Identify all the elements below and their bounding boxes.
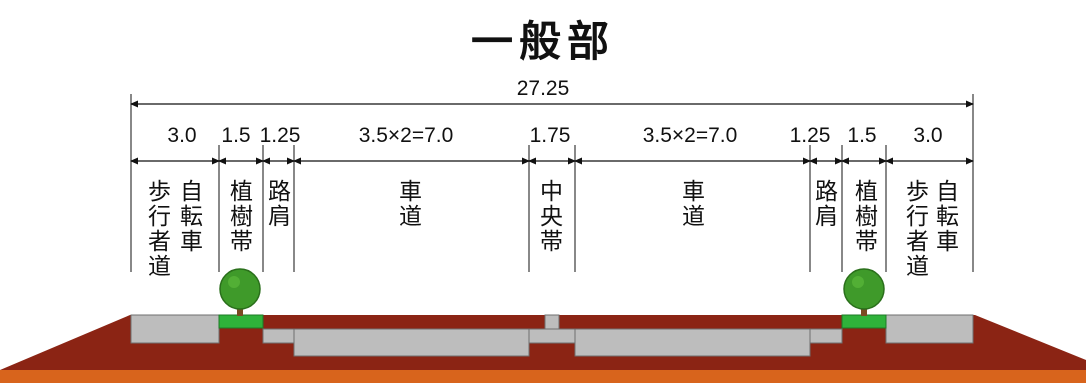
pavement [130, 314, 974, 357]
carriageway-right [574, 328, 811, 357]
label-median: 中央帯 [540, 179, 563, 255]
median-curb [544, 314, 560, 330]
label-carriageway-left: 車道 [399, 179, 422, 230]
page-title: 一般部 [470, 17, 615, 66]
shoulder-right [809, 328, 843, 344]
dim-shoulder-left: 1.25 [259, 124, 301, 147]
base-ground [0, 370, 1086, 383]
label-shoulder-right: 路肩 [815, 179, 838, 230]
dim-shoulder-right: 1.25 [789, 124, 831, 147]
dim-planting-right: 1.5 [847, 124, 877, 147]
dim-planting-left: 1.5 [221, 124, 251, 147]
segment-extension-lines [130, 145, 974, 272]
shoulder-left [262, 328, 295, 344]
sidewalk-left [130, 314, 220, 344]
label-bicycle-path-right: 自転車 [936, 179, 959, 255]
label-pedestrian-path-right: 歩行者道 [906, 179, 929, 280]
dim-carriageway-right: 3.5×2=7.0 [642, 124, 738, 147]
dim-median: 1.75 [529, 124, 571, 147]
label-bicycle-path-left: 自転車 [180, 179, 203, 255]
dim-carriageway-left: 3.5×2=7.0 [358, 124, 454, 147]
planting-strip-right [841, 314, 887, 329]
total-width-label: 27.25 [516, 77, 570, 100]
carriageway-left [293, 328, 530, 357]
label-pedestrian-path-left: 歩行者道 [148, 179, 171, 280]
label-shoulder-left: 路肩 [268, 179, 291, 230]
tree-left [219, 268, 261, 316]
label-planting-strip-left: 植樹帯 [230, 179, 253, 255]
label-planting-strip-right: 植樹帯 [855, 179, 878, 255]
sidewalk-right [885, 314, 974, 344]
planting-strip-left [218, 314, 264, 329]
median-base [528, 328, 576, 344]
label-carriageway-right: 車道 [682, 179, 705, 230]
dim-sidewalk-left: 3.0 [167, 124, 197, 147]
dim-sidewalk-right: 3.0 [913, 124, 943, 147]
tree-right [843, 268, 885, 316]
